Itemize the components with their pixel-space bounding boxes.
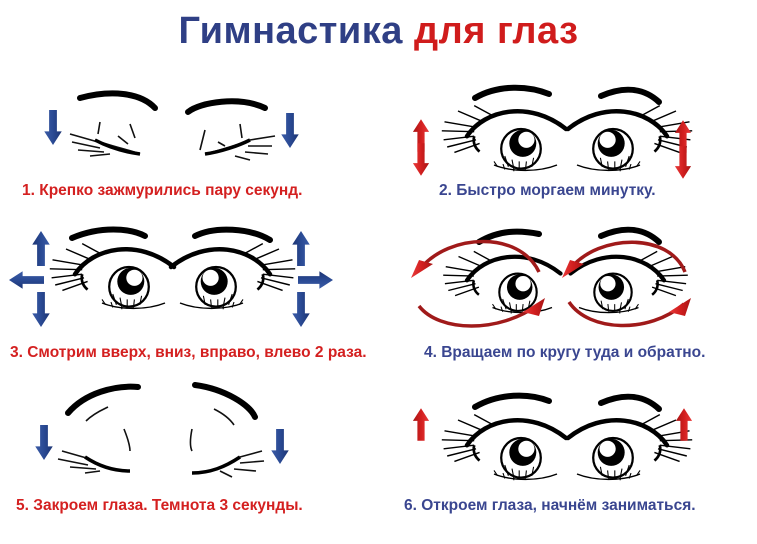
arrow-up-icon: [292, 231, 310, 266]
exercise-4: 4. Вращаем по кругу туда и обратно.: [379, 220, 757, 370]
arrow-down-icon: [32, 292, 50, 327]
exercise-caption: 2. Быстро моргаем минутку.: [439, 182, 656, 199]
arrow-down-icon: [281, 113, 299, 148]
exercise-2: 2. Быстро моргаем минутку.: [379, 80, 757, 210]
exercise-3: 3. Смотрим вверх, вниз, вправо, влево 2 …: [0, 220, 378, 370]
arrow-up-icon: [675, 408, 693, 441]
title-part-1: Гимнастика: [178, 10, 403, 52]
rotating-eyes-illustration: [411, 226, 691, 328]
exercise-caption: 1. Крепко зажмурились пару секунд.: [22, 182, 303, 199]
title-part-2: для глаз: [413, 10, 579, 52]
exercise-caption: 4. Вращаем по кругу туда и обратно.: [424, 344, 706, 361]
open-eyes-looking-up-illustration: [9, 226, 333, 327]
open-eyes-illustration: [412, 392, 757, 495]
circular-arrow-icon: [419, 239, 541, 273]
exercise-6: 6. Откроем глаза, начнём заниматься.: [379, 385, 757, 525]
arrow-right-icon: [298, 271, 333, 289]
arrow-up-icon: [32, 231, 50, 266]
open-eyes-illustration: [412, 84, 757, 179]
arrow-left-icon: [9, 271, 44, 289]
exercise-5: 5. Закроем глаза. Темнота 3 секунды.: [0, 382, 378, 525]
closed-tight-eyes-illustration: [44, 90, 299, 161]
arrow-down-icon: [292, 292, 310, 327]
arrow-down-icon: [271, 429, 289, 464]
exercise-caption: 3. Смотрим вверх, вниз, вправо, влево 2 …: [10, 344, 367, 361]
arrow-up-icon: [412, 408, 430, 441]
exercise-caption: 5. Закроем глаза. Темнота 3 секунды.: [16, 497, 303, 514]
arrow-down-icon: [44, 110, 62, 145]
exercise-1: 1. Крепко зажмурились пару секунд.: [0, 80, 378, 210]
page-title: Гимнастика для глаз: [0, 10, 757, 53]
exercise-caption: 6. Откроем глаза, начнём заниматься.: [404, 497, 696, 514]
closed-eyes-illustration: [35, 382, 289, 478]
arrow-down-icon: [35, 425, 53, 460]
arrow-down-icon: [412, 143, 430, 176]
circular-arrow-icon: [569, 240, 687, 273]
